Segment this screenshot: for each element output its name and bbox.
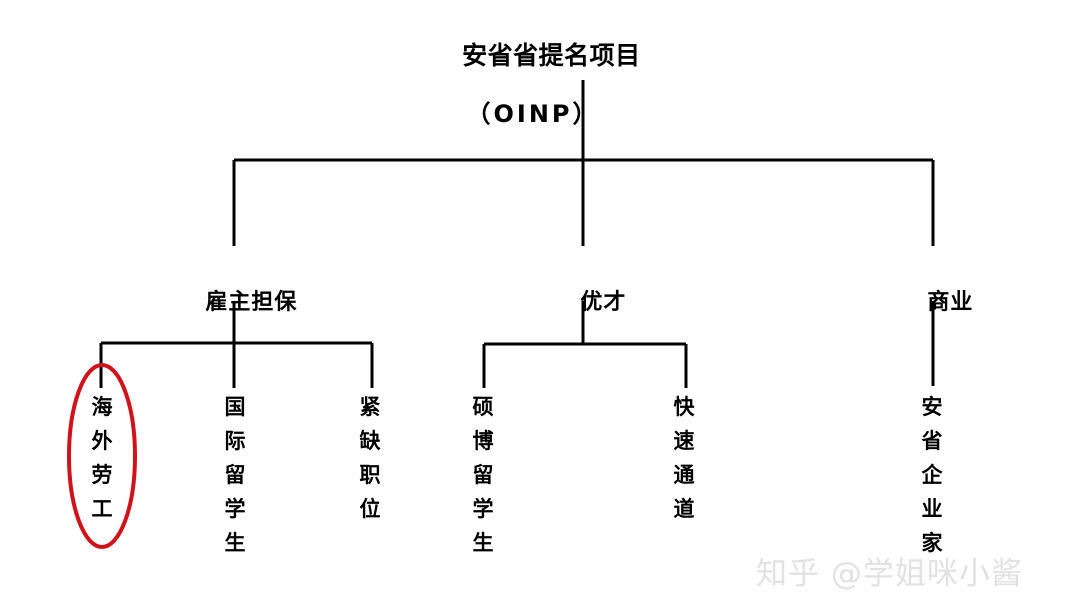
leaf-char: 生	[472, 531, 494, 556]
leaf-node-entrepreneur: 安省企业家	[902, 390, 962, 560]
root-node: 安省省提名项目 （OINP）	[0, 12, 1066, 187]
leaf-char: 业	[921, 497, 943, 522]
leaf-char: 位	[359, 497, 381, 522]
leaf-char: 工	[91, 497, 113, 522]
leaf-char: 企	[921, 463, 943, 488]
leaf-char: 劳	[91, 463, 113, 488]
leaf-char: 通	[673, 463, 695, 488]
leaf-char: 职	[359, 463, 381, 488]
leaf-node-international-student: 国际留学生	[205, 390, 265, 560]
leaf-char: 留	[224, 463, 246, 488]
leaf-char: 海	[91, 395, 113, 419]
branch-label: 商业	[927, 289, 974, 315]
watermark: 知乎 @学姐咪小酱	[756, 556, 1023, 592]
leaf-node-overseas-worker: 海外劳工	[72, 390, 132, 526]
leaf-char: 博	[472, 429, 494, 454]
leaf-char: 硕	[472, 395, 494, 419]
leaf-char: 速	[673, 429, 695, 454]
leaf-char: 缺	[359, 429, 381, 454]
leaf-char: 道	[673, 497, 695, 522]
leaf-char: 生	[224, 531, 246, 556]
leaf-char: 家	[921, 531, 943, 556]
leaf-char: 留	[472, 463, 494, 488]
branch-node-business: 商业	[833, 264, 1033, 341]
leaf-char: 际	[224, 429, 246, 454]
branch-label: 雇主担保	[205, 289, 298, 315]
root-subtitle-text: （OINP）	[466, 100, 600, 128]
leaf-char: 安	[921, 395, 943, 419]
branch-label: 优才	[580, 289, 627, 315]
leaf-char: 国	[224, 395, 246, 419]
leaf-char: 紧	[359, 395, 381, 419]
highlight-ellipse	[67, 363, 137, 549]
leaf-node-in-demand-skills: 紧缺职位	[340, 390, 400, 526]
leaf-char: 学	[224, 497, 246, 522]
branch-node-talent: 优才	[486, 264, 686, 341]
leaf-node-masters-phd-graduate: 硕博留学生	[453, 390, 513, 560]
branch-node-employer: 雇主担保	[134, 264, 334, 341]
leaf-char: 省	[921, 429, 943, 454]
leaf-char: 快	[673, 395, 695, 419]
leaf-node-express-entry: 快速通道	[654, 390, 714, 526]
leaf-char: 外	[91, 429, 113, 454]
leaf-char: 学	[472, 497, 494, 522]
root-title-text: 安省省提名项目	[462, 41, 641, 70]
